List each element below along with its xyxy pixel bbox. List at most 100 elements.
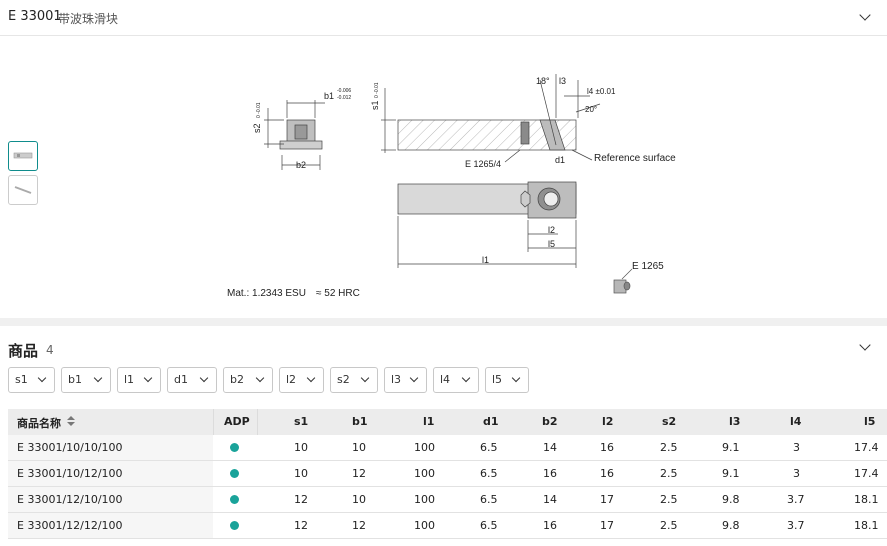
drawing-thumbnail-icon <box>13 152 33 159</box>
filter-l4[interactable]: l4 <box>433 367 479 393</box>
top-view <box>397 181 577 268</box>
cell-d1: 6.5 <box>480 493 498 506</box>
dim-s1: s1 <box>370 100 380 110</box>
adp-status-dot <box>230 469 239 478</box>
cell-l5: 17.4 <box>854 467 879 480</box>
filter-b2[interactable]: b2 <box>223 367 273 393</box>
dim-d1: d1 <box>555 155 565 165</box>
dim-l4: l4 ±0.01 <box>587 87 616 96</box>
filter-label: d1 <box>174 373 188 386</box>
chevron-down-icon <box>461 373 471 383</box>
front-view <box>264 100 325 170</box>
filter-label: s2 <box>337 373 350 386</box>
collapse-header-chevron-icon[interactable] <box>859 9 871 21</box>
name-cell <box>8 435 213 460</box>
cell-l1: 100 <box>414 519 435 532</box>
cell-l3: 9.8 <box>722 519 740 532</box>
column-header-b2: b2 <box>542 415 558 428</box>
filter-label: l1 <box>124 373 135 386</box>
cell-l1: 100 <box>414 467 435 480</box>
filter-label: l3 <box>391 373 402 386</box>
column-header-l1: l1 <box>423 415 435 428</box>
filter-label: b2 <box>230 373 244 386</box>
cell-l5: 18.1 <box>854 493 879 506</box>
chevron-down-icon <box>143 373 153 383</box>
filter-b1[interactable]: b1 <box>61 367 111 393</box>
thumbnail-photo[interactable] <box>8 175 38 205</box>
dim-b1: b1 <box>324 91 334 101</box>
adp-status-dot <box>230 443 239 452</box>
dim-l1: l1 <box>482 255 489 265</box>
cell-name[interactable]: E 33001/10/10/100 <box>17 441 123 454</box>
dim-angle-20: 20° <box>585 105 597 114</box>
filter-l2[interactable]: l2 <box>279 367 324 393</box>
filter-label: s1 <box>15 373 28 386</box>
sort-icon[interactable] <box>67 416 75 428</box>
cell-l3: 9.1 <box>722 467 740 480</box>
cell-l4: 3 <box>793 441 800 454</box>
cell-s2: 2.5 <box>660 441 678 454</box>
name-cell <box>8 461 213 486</box>
filter-l5[interactable]: l5 <box>485 367 529 393</box>
chevron-down-icon <box>409 373 419 383</box>
cell-l2: 16 <box>600 441 614 454</box>
filter-label: l4 <box>440 373 451 386</box>
column-header-d1: d1 <box>483 415 499 428</box>
adp-status-dot <box>230 495 239 504</box>
cell-b1: 10 <box>352 441 366 454</box>
dim-l3: l3 <box>559 76 566 86</box>
chevron-down-icon <box>37 373 47 383</box>
cell-l1: 100 <box>414 493 435 506</box>
product-code: E 33001 <box>8 9 62 24</box>
dim-angle-18: 18° <box>536 76 550 86</box>
column-separator <box>257 409 258 435</box>
filter-l1[interactable]: l1 <box>117 367 161 393</box>
chevron-down-icon <box>306 373 316 383</box>
cell-name[interactable]: E 33001/12/12/100 <box>17 519 123 532</box>
filter-s2[interactable]: s2 <box>330 367 378 393</box>
e1265-4-label: E 1265/4 <box>465 159 501 169</box>
chevron-down-icon <box>93 373 103 383</box>
collapse-products-chevron-icon[interactable] <box>859 339 871 351</box>
cell-l3: 9.1 <box>722 441 740 454</box>
table-row[interactable]: E 33001/10/10/100 10 10 100 6.5 14 16 2.… <box>8 435 887 461</box>
filter-l3[interactable]: l3 <box>384 367 427 393</box>
cell-name[interactable]: E 33001/12/10/100 <box>17 493 123 506</box>
cell-b2: 14 <box>543 493 557 506</box>
filter-s1[interactable]: s1 <box>8 367 55 393</box>
cell-s1: 12 <box>294 493 308 506</box>
dim-s2: s2 <box>252 123 262 133</box>
cell-s1: 12 <box>294 519 308 532</box>
thumbnail-drawing[interactable] <box>8 141 38 171</box>
cell-b2: 14 <box>543 441 557 454</box>
table-row[interactable]: E 33001/12/10/100 12 10 100 6.5 14 17 2.… <box>8 487 887 513</box>
table-row[interactable]: E 33001/10/12/100 10 12 100 6.5 16 16 2.… <box>8 461 887 487</box>
dim-s2-tol: 0 -0.01 <box>256 102 262 118</box>
filter-d1[interactable]: d1 <box>167 367 217 393</box>
column-header-l4: l4 <box>790 415 802 428</box>
cell-s2: 2.5 <box>660 519 678 532</box>
column-header-s1: s1 <box>294 415 309 428</box>
cell-l1: 100 <box>414 441 435 454</box>
dim-b1-tol-upper: -0.006 <box>337 88 351 94</box>
reference-surface-label: Reference surface <box>594 153 676 164</box>
cell-name[interactable]: E 33001/10/12/100 <box>17 467 123 480</box>
table-row[interactable]: E 33001/12/12/100 12 12 100 6.5 16 17 2.… <box>8 513 887 539</box>
column-separator <box>213 409 214 435</box>
e1265-label: E 1265 <box>632 261 664 272</box>
products-count: 4 <box>46 343 54 357</box>
filter-label: l2 <box>286 373 297 386</box>
cell-l2: 16 <box>600 467 614 480</box>
column-header-s2: s2 <box>662 415 677 428</box>
dim-s1-tol: 0 -0.01 <box>374 82 380 98</box>
material-label: Mat.: 1.2343 ESU <box>227 288 306 299</box>
name-cell <box>8 513 213 538</box>
cell-l2: 17 <box>600 493 614 506</box>
technical-drawing: b1 -0.006 -0.012 b2 s2 0 -0.01 s1 0 -0.0… <box>227 74 676 299</box>
column-header-name[interactable]: 商品名称 <box>17 417 61 430</box>
dim-b2: b2 <box>296 160 306 170</box>
cell-l4: 3.7 <box>787 519 805 532</box>
photo-thumbnail-icon <box>14 186 32 194</box>
column-header-b1: b1 <box>352 415 368 428</box>
cell-s1: 10 <box>294 441 308 454</box>
